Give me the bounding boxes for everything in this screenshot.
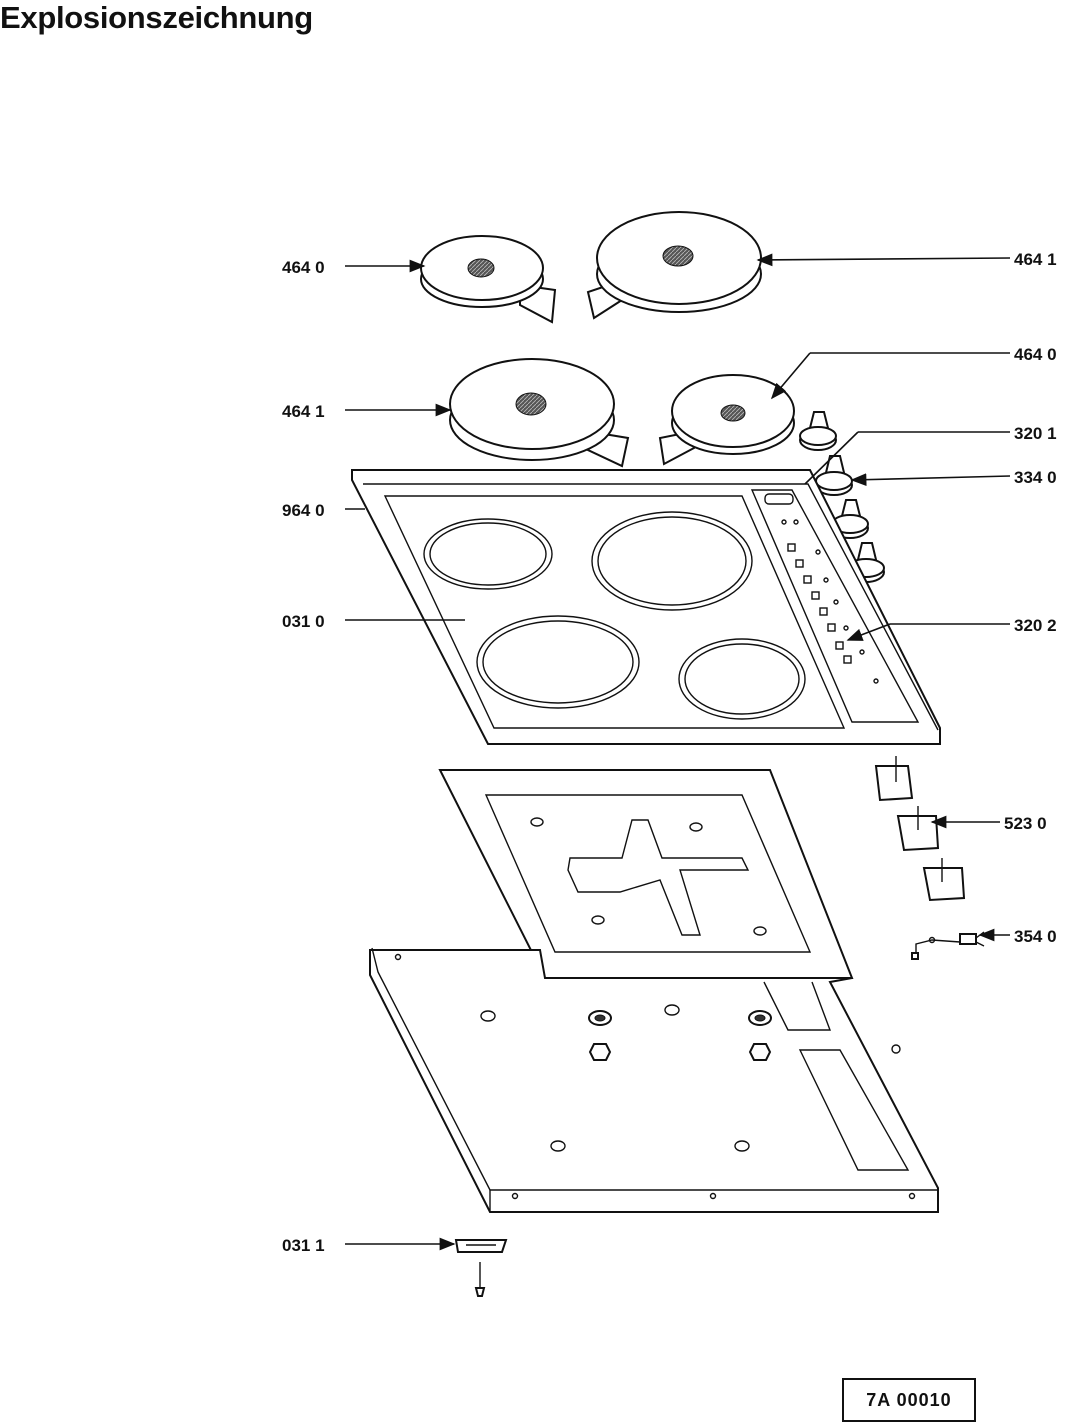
- label-964-0: 964 0: [282, 501, 325, 520]
- hotplate-large-top: [586, 211, 762, 320]
- label-464-0-middle: 464 0: [1014, 345, 1057, 364]
- hotplate-large-middle: [449, 358, 630, 468]
- label-464-1-top: 464 1: [1014, 250, 1057, 269]
- mounting-bracket: [454, 1239, 508, 1297]
- energy-regulators: [874, 756, 966, 902]
- drawing-reference-number: 7A 00010: [842, 1378, 976, 1422]
- leader-lines: [345, 253, 1011, 1251]
- label-031-0: 031 0: [282, 612, 325, 631]
- label-334-0: 334 0: [1014, 468, 1057, 487]
- cooktop-surface: [351, 469, 941, 745]
- label-320-1: 320 1: [1014, 424, 1057, 443]
- connector-cable: [911, 931, 985, 960]
- label-464-1-middle: 464 1: [282, 402, 325, 421]
- hotplate-small-middle: [658, 374, 795, 466]
- label-523-0: 523 0: [1004, 814, 1047, 833]
- label-464-0-top: 464 0: [282, 258, 325, 277]
- label-354-0: 354 0: [1014, 927, 1057, 946]
- page-title: Explosionszeichnung: [0, 0, 313, 35]
- housing-tray: [369, 947, 939, 1213]
- hotplate-small-top: [420, 235, 557, 324]
- label-031-1: 031 1: [282, 1236, 325, 1255]
- insulation-plate: [438, 769, 854, 979]
- label-320-2: 320 2: [1014, 616, 1057, 635]
